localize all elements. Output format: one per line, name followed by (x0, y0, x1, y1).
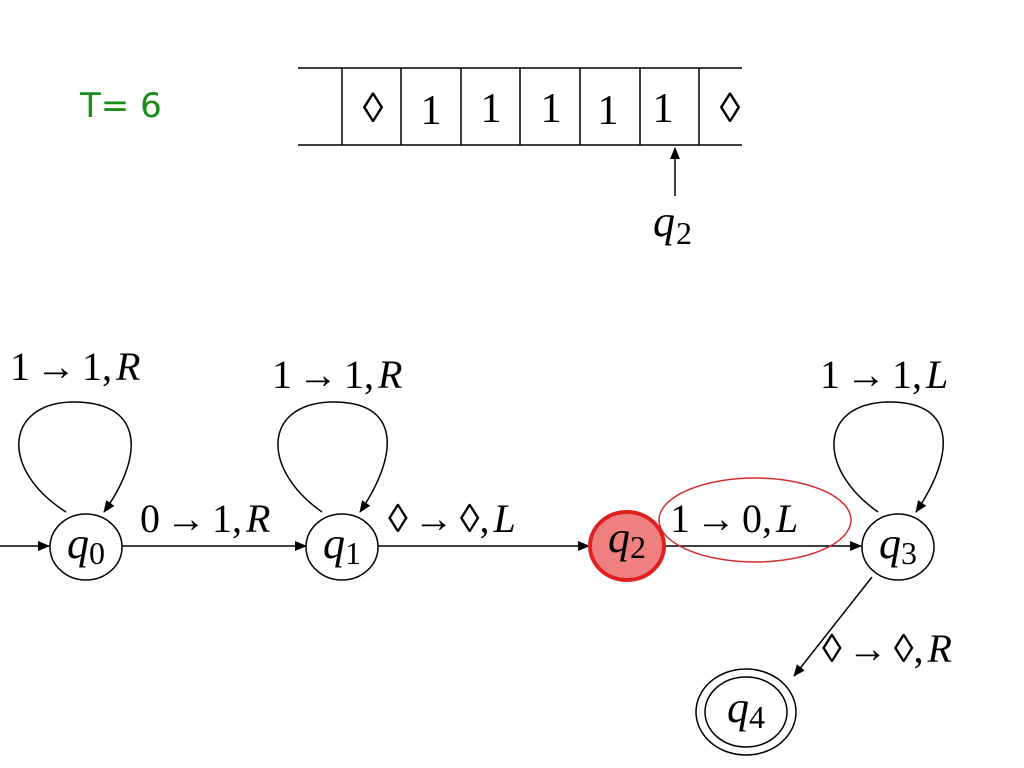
state-q1: q1 (305, 513, 379, 581)
svg-text:q0: q0 (67, 519, 105, 571)
transition-label-q1-loop: 1→1,R (272, 352, 402, 397)
state-q4-accept: q4 (695, 668, 797, 756)
tape-cell: 1 (598, 88, 619, 134)
svg-text:q4: q4 (727, 683, 765, 735)
active-transition-highlight (658, 477, 852, 563)
tape-cell: 1 (541, 86, 562, 132)
loop-q1 (277, 401, 388, 513)
svg-text:q3: q3 (879, 519, 917, 571)
loop-q3 (833, 401, 944, 513)
state-q0: q0 (49, 513, 123, 581)
tape-cell: 1 (421, 88, 442, 134)
time-step-label: T= 6 (80, 86, 162, 126)
svg-text:q2: q2 (608, 513, 646, 565)
tape-cell: ◊ (363, 86, 384, 132)
transition-label-q3-loop: 1→1,L (820, 352, 948, 397)
tape-head-state-label: q2 (653, 197, 692, 251)
tape-cell: ◊ (720, 86, 741, 132)
tape-cell: 1 (653, 86, 674, 132)
tape: ◊ 1 1 1 1 1 ◊ (298, 67, 742, 146)
state-q2-current: q2 (588, 510, 666, 582)
edge-q3-q4 (793, 576, 873, 677)
transition-label-q0-q1: 0→1,R (140, 496, 270, 541)
transition-label-q3-q4: ◊→◊,R (822, 626, 952, 671)
tape-cell: 1 (481, 86, 502, 132)
transition-label-q1-q2: ◊→◊,L (388, 496, 516, 541)
transition-label-q0-loop: 1→1,R (10, 344, 140, 389)
loop-q0 (18, 401, 132, 513)
transition-label-q2-q3: 1→0,L (670, 496, 798, 541)
svg-text:q1: q1 (323, 519, 361, 571)
state-q3: q3 (861, 513, 935, 581)
